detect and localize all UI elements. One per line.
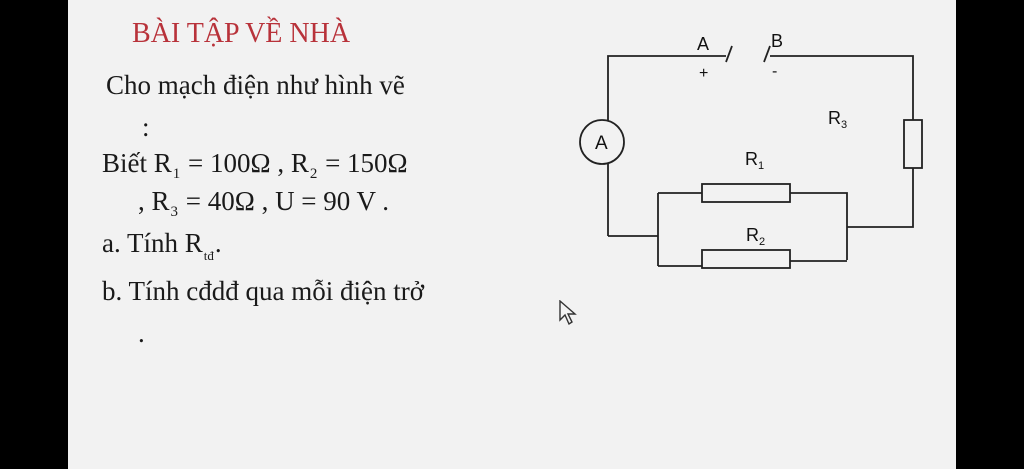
r3-symbol: R	[151, 186, 170, 216]
given-prefix: Biết	[102, 148, 147, 178]
separator: ,	[277, 148, 285, 178]
question-a-text: a. Tính R	[102, 228, 203, 258]
trailing-dot: .	[138, 318, 145, 348]
question-b: b. Tính cđdđ qua mỗi điện trở	[102, 276, 424, 306]
r2-label: R2	[746, 225, 765, 248]
resistor-r3	[903, 119, 923, 169]
switch-mark-b	[763, 45, 771, 63]
mouse-pointer-icon	[559, 300, 577, 326]
wire-r1-right	[790, 192, 848, 260]
intro-text: Cho mạch điện như hình vẽ	[106, 70, 405, 100]
r2-value: = 150Ω	[325, 148, 408, 178]
r1-label-sub: 1	[758, 160, 764, 172]
r2-label-sub: 2	[759, 236, 765, 248]
r1-label-base: R	[745, 149, 758, 169]
terminal-b-label: B	[771, 31, 783, 51]
question-a-subscript: tđ	[203, 248, 214, 263]
terminal-a-label: A	[697, 34, 709, 54]
minus-sign: -	[772, 63, 777, 80]
r3-label-base: R	[828, 108, 841, 128]
given-line-2: , R3 = 40Ω , U = 90 V .	[138, 186, 389, 221]
r2-label-base: R	[746, 225, 759, 245]
wire-right	[847, 168, 914, 228]
question-a-end: .	[214, 228, 222, 258]
plus-sign: +	[699, 65, 708, 82]
r3-subscript: 3	[170, 204, 179, 220]
colon-text: :	[142, 112, 150, 142]
voltage-value: U = 90 V .	[275, 186, 390, 216]
separator: ,	[138, 186, 145, 216]
resistor-r1	[701, 183, 791, 203]
circuit-diagram: A B + - A R1 R2 R3	[579, 31, 923, 269]
ammeter-label: A	[595, 133, 608, 154]
r2-subscript: 2	[309, 166, 318, 182]
slide-title: BÀI TẬP VỀ NHÀ	[132, 18, 351, 49]
r1-subscript: 1	[172, 166, 181, 182]
slide: BÀI TẬP VỀ NHÀ Cho mạch điện như hình vẽ…	[68, 0, 956, 469]
switch-mark-a	[725, 45, 733, 63]
given-line-1: Biết R1 = 100Ω , R2 = 150Ω	[102, 148, 408, 183]
r1-value: = 100Ω	[188, 148, 271, 178]
r1-symbol: R	[153, 148, 172, 178]
resistor-r2	[701, 249, 791, 269]
ammeter	[579, 119, 625, 165]
separator: ,	[261, 186, 269, 216]
wire-top-right	[770, 55, 914, 120]
r3-label-sub: 3	[841, 119, 847, 131]
r1-label: R1	[745, 149, 764, 172]
r3-value: = 40Ω	[185, 186, 255, 216]
question-a: a. Tính Rtđ.	[102, 228, 222, 264]
r3-label: R3	[828, 108, 847, 131]
r2-symbol: R	[290, 148, 309, 178]
